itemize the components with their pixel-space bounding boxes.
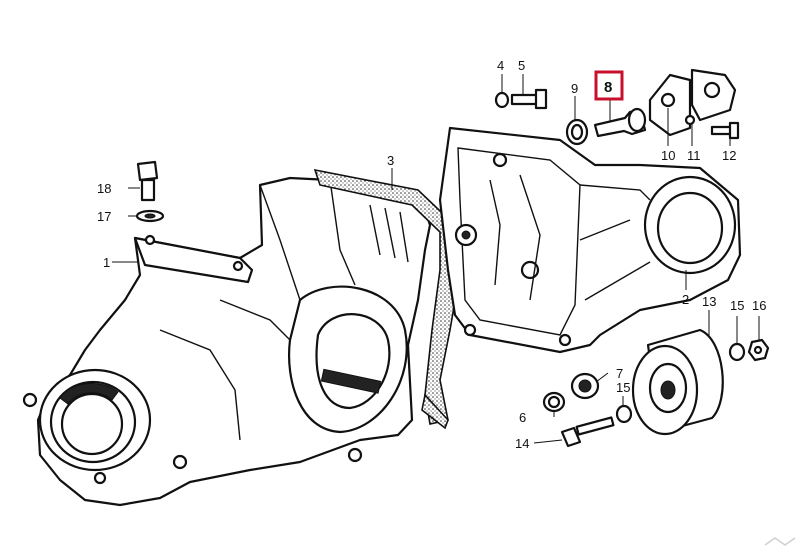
bolt-12-drawing — [710, 121, 740, 140]
nut-15-16-drawing — [728, 338, 770, 362]
callout-9: 9 — [571, 81, 578, 96]
callout-10: 10 — [661, 148, 675, 163]
callout-17: 17 — [97, 209, 111, 224]
bracket-10-11-drawing — [648, 68, 737, 137]
callout-2: 2 — [682, 292, 689, 307]
corner-watermark-mark — [764, 537, 796, 546]
grommet-6-7-drawing — [542, 372, 600, 413]
seal-ring-9-drawing — [565, 118, 589, 146]
callout-18: 18 — [97, 181, 111, 196]
rubber-mount-13-drawing — [631, 328, 724, 436]
callout-15-lower: 15 — [616, 380, 630, 395]
leader-lines — [112, 74, 760, 444]
callout-16: 16 — [752, 298, 766, 313]
callout-7: 7 — [616, 366, 623, 381]
rear-cover-drawing — [438, 126, 742, 354]
bolt-14-drawing — [560, 404, 633, 448]
highlight-box-8 — [594, 70, 624, 101]
callout-11: 11 — [687, 148, 701, 163]
callout-15-upper: 15 — [730, 298, 744, 313]
callout-1: 1 — [103, 255, 110, 270]
differential-housing-drawing — [22, 176, 432, 507]
bolt-4-5-drawing — [494, 88, 548, 110]
bolt-18-17-drawing — [135, 160, 165, 223]
callout-5: 5 — [518, 58, 525, 73]
callout-8: 8 — [604, 79, 612, 96]
callout-12: 12 — [722, 148, 736, 163]
callout-14: 14 — [515, 436, 529, 451]
callout-13: 13 — [702, 294, 716, 309]
callout-4: 4 — [497, 58, 504, 73]
callout-3: 3 — [387, 153, 394, 168]
sensor-8-drawing — [593, 107, 647, 138]
callout-6: 6 — [519, 410, 526, 425]
callout-labels: 1 2 3 4 5 6 7 8 9 10 11 12 13 14 15 15 1… — [97, 58, 766, 451]
